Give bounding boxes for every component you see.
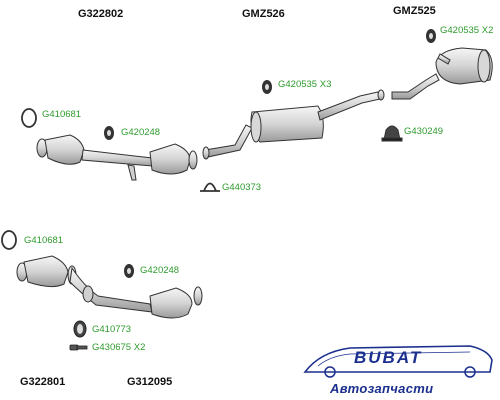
bolt-bottom	[69, 344, 88, 351]
brand-subtitle: Автозапчасти	[330, 381, 434, 396]
rubber-hanger-center	[262, 80, 272, 94]
assembly-label-top-left: G322802	[78, 8, 124, 20]
rear-silencer	[391, 47, 493, 100]
part-label-hanger-top-left: G420248	[121, 127, 161, 138]
part-label-bolt-bottom: G430675 X2	[92, 342, 146, 353]
part-label-ring-bottom-left: G410681	[24, 235, 64, 246]
rubber-hanger-bottom	[124, 264, 134, 278]
part-label-clamp-center: G440373	[222, 182, 262, 193]
front-pipe-top	[36, 134, 198, 181]
seal-ring-bottom	[73, 320, 87, 338]
part-label-gasket-top-right: G420535 X2	[440, 25, 494, 36]
assembly-label-top-right: GMZ525	[393, 5, 436, 17]
ring-gasket-top	[21, 108, 37, 128]
center-silencer	[202, 89, 385, 160]
part-label-hanger-bottom: G420248	[140, 265, 180, 276]
brand-logo	[303, 345, 493, 378]
rubber-mount-right	[381, 125, 403, 142]
rubber-hanger-right	[426, 29, 436, 43]
part-label-ring-top-left: G410681	[42, 109, 82, 120]
front-pipe-bottom	[16, 255, 203, 319]
part-label-mount-right: G430249	[404, 126, 444, 137]
part-label-seal-bottom: G410773	[92, 324, 132, 335]
ring-gasket-bottom	[1, 230, 17, 250]
assembly-label-bottom-left: G322801	[20, 376, 66, 388]
pipe-clamp	[200, 182, 220, 192]
part-label-hanger-center: G420535 X3	[278, 79, 332, 90]
assembly-label-top-center: GMZ526	[242, 8, 285, 20]
brand-logo-text: BUBAT	[354, 348, 423, 367]
assembly-label-bottom-center: G312095	[127, 376, 173, 388]
rubber-hanger-top	[104, 126, 114, 140]
